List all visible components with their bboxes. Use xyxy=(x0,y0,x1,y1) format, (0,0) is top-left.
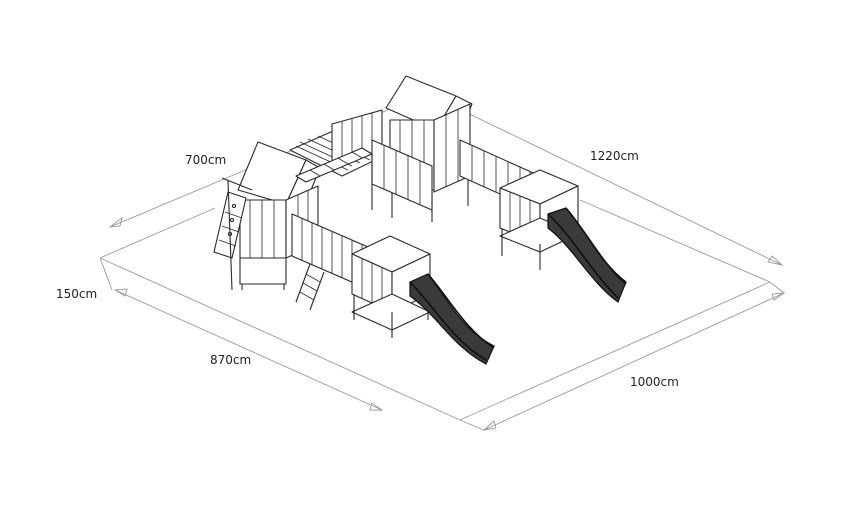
extension-line xyxy=(769,281,785,294)
right-slide xyxy=(547,207,627,303)
climbing-rope xyxy=(227,179,233,291)
dimension-label-left-top: 700cm xyxy=(185,153,226,167)
monkey-bars xyxy=(295,147,373,210)
dimension-label-bottom-right: 1000cm xyxy=(630,375,679,389)
footprint-inner-bottom-right xyxy=(459,281,771,421)
dimension-label-left-side: 150cm xyxy=(56,287,97,301)
footprint-inner-left xyxy=(99,207,216,259)
front-ladder xyxy=(295,263,325,311)
arrow-icon xyxy=(113,288,128,297)
dimension-label-bottom-left: 870cm xyxy=(210,353,251,367)
left-house-tower xyxy=(237,141,321,290)
arrow-icon xyxy=(771,292,786,301)
dimension-lines xyxy=(99,94,786,431)
arrow-icon xyxy=(482,420,497,431)
arrow-icon xyxy=(108,216,123,228)
footprint-inner-right xyxy=(579,199,771,283)
dimension-line-bottom-right xyxy=(483,292,785,431)
footprint-inner-bottom-left xyxy=(99,257,461,421)
climbing-wall xyxy=(213,177,253,291)
dimension-label-right-top: 1220cm xyxy=(590,149,639,163)
extension-line xyxy=(99,257,113,291)
arrow-icon xyxy=(767,255,784,266)
dimension-line-right-top xyxy=(429,94,783,266)
extension-line xyxy=(459,419,485,431)
arrow-icon xyxy=(369,402,384,411)
front-slide xyxy=(409,273,495,365)
dimension-line-bottom-left xyxy=(114,289,383,411)
